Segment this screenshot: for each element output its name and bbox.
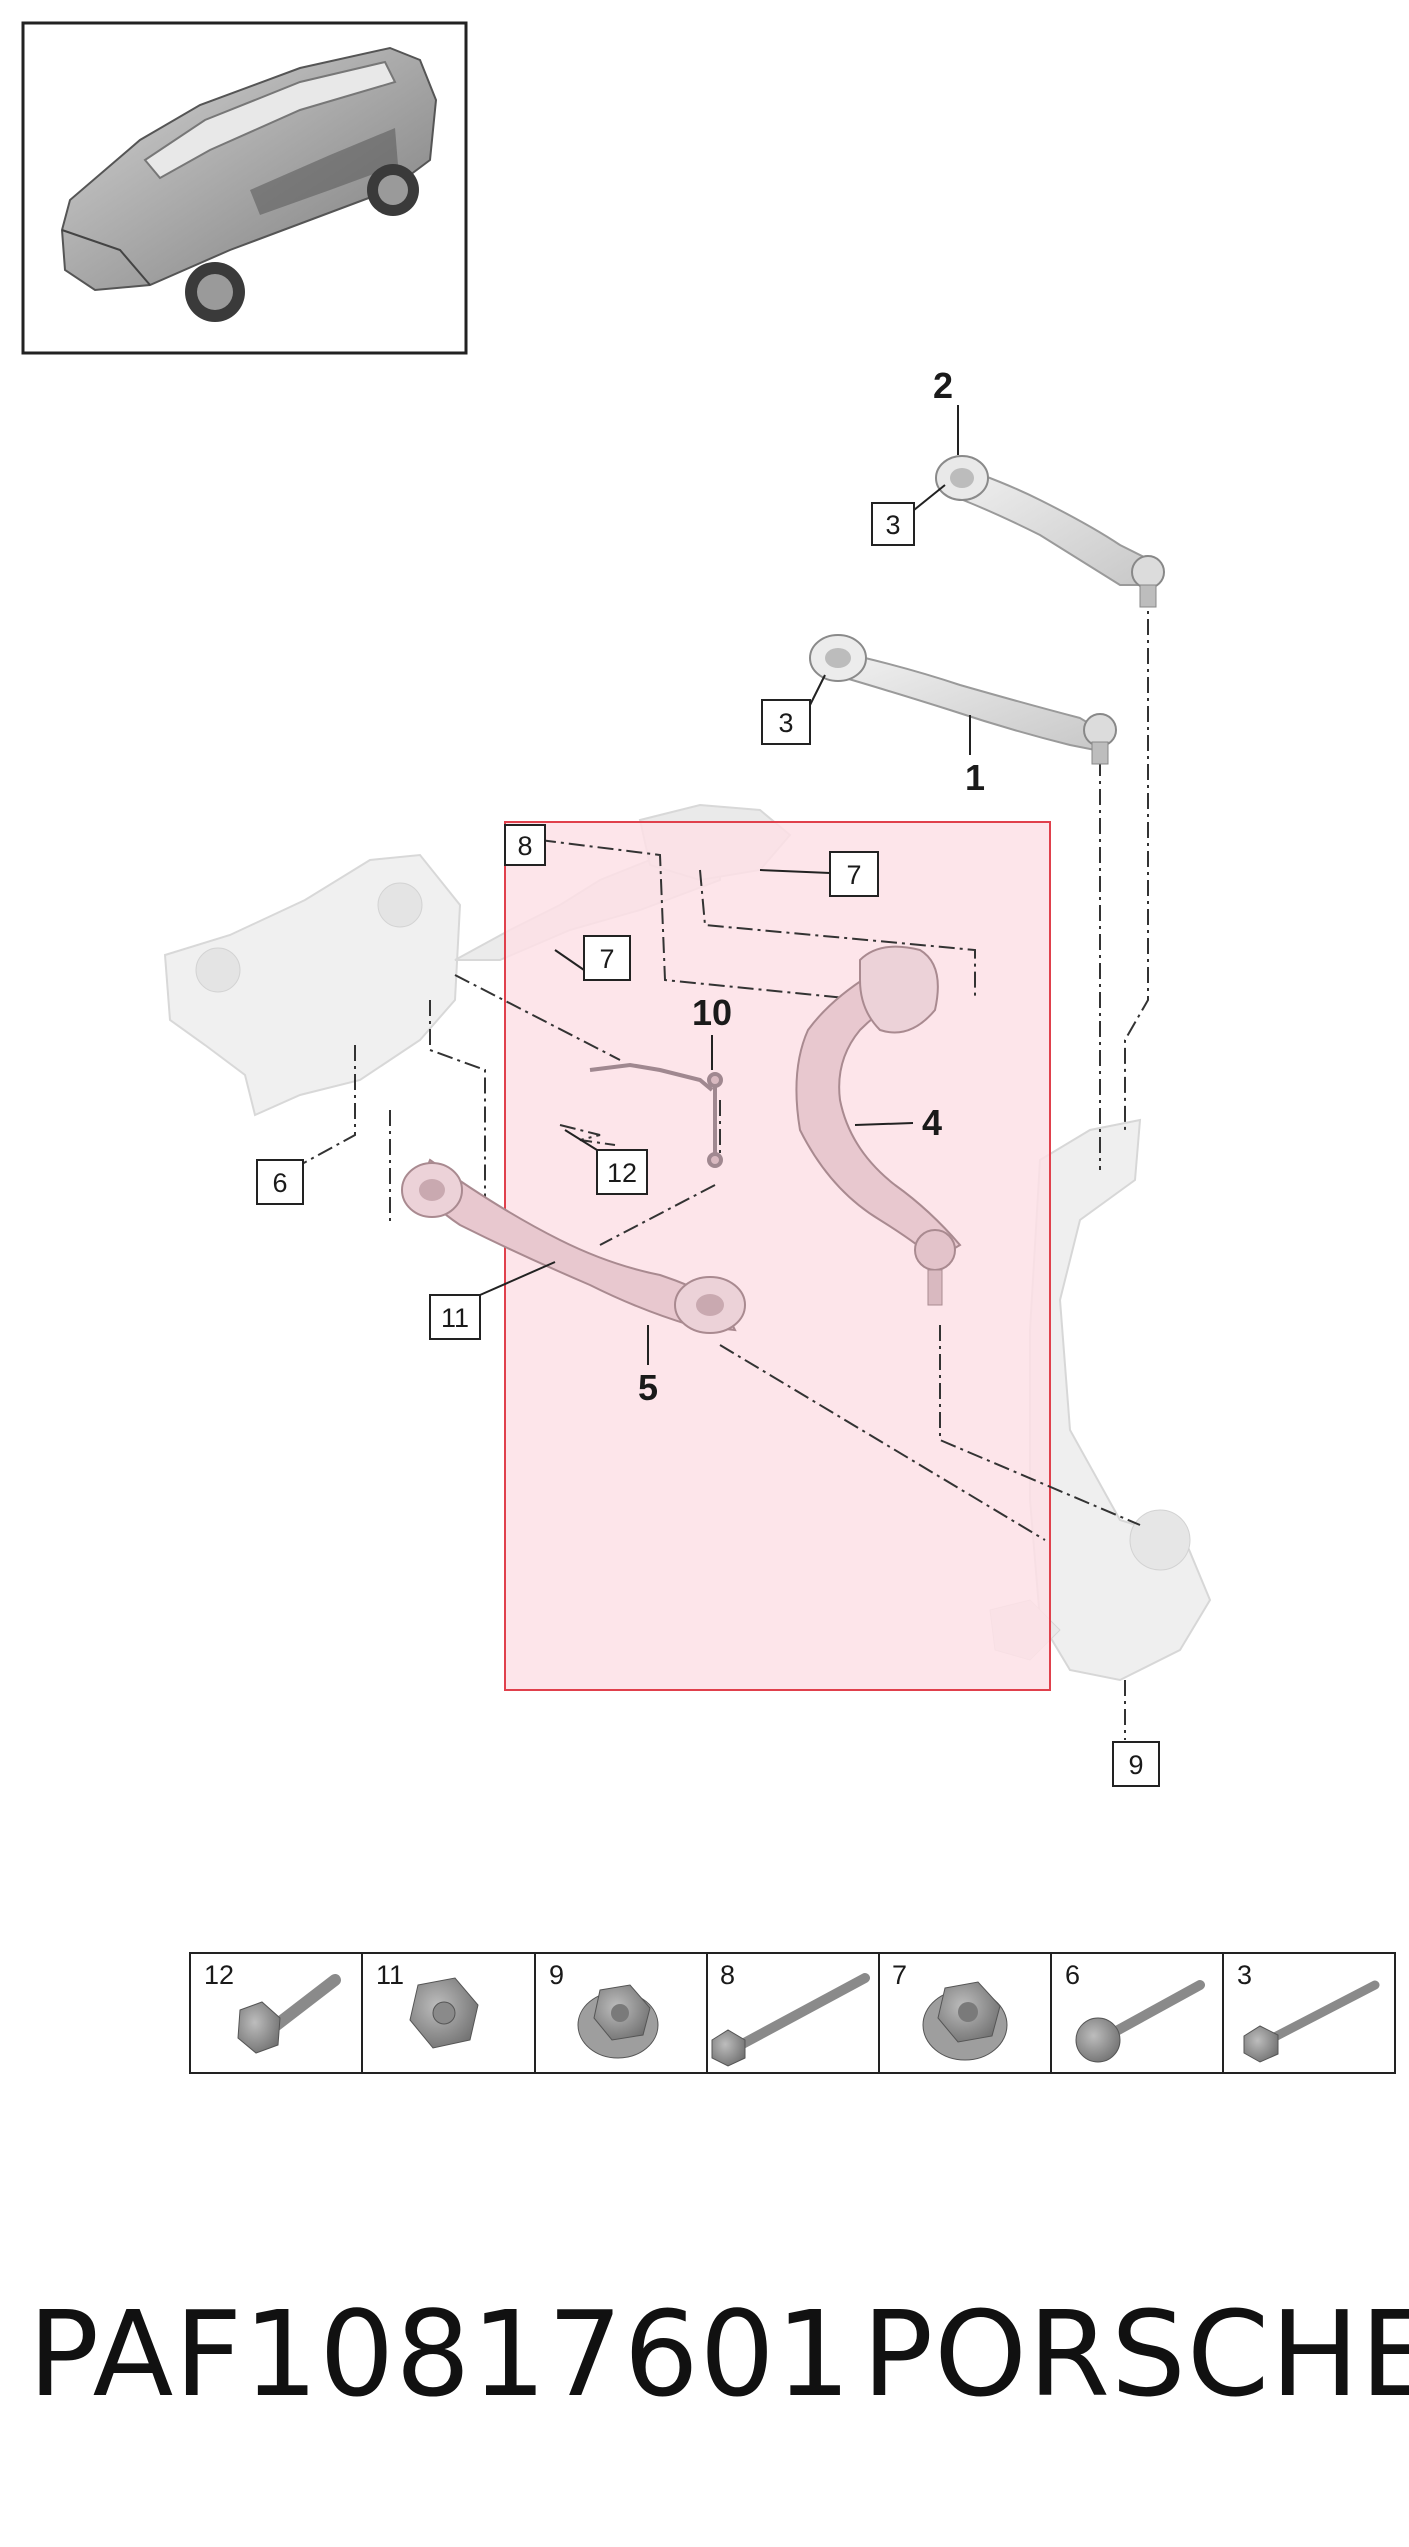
part-number: PAF10817601	[28, 2285, 852, 2423]
hex-nut-icon	[409, 1977, 479, 2049]
callout-box-9: 9	[1128, 1750, 1143, 1780]
callout-box-8: 8	[517, 831, 532, 861]
bolt-with-washer-icon	[1075, 1980, 1205, 2063]
table-cell-label: 8	[720, 1960, 735, 1990]
callout-box-3-upper: 3	[885, 510, 900, 540]
bolt-icon	[1243, 1980, 1380, 2063]
callout-box-12: 12	[607, 1158, 637, 1188]
callout-box-6: 6	[272, 1168, 287, 1198]
callout-4: 4	[922, 1102, 942, 1143]
flange-nut-icon	[922, 1981, 1008, 2061]
callout-2: 2	[933, 365, 953, 406]
callout-box-11: 11	[441, 1303, 469, 1333]
leader-lines	[299, 590, 1149, 1740]
callout-1: 1	[965, 757, 985, 798]
level-sensor-10	[589, 1062, 723, 1168]
table-cell-label: 3	[1237, 1960, 1252, 1990]
vehicle-thumbnail	[21, 21, 468, 355]
table-cell-label: 6	[1065, 1960, 1080, 1990]
callout-box-7-left: 7	[599, 944, 614, 974]
table-cell-label: 9	[549, 1960, 564, 1990]
callout-box-7-right: 7	[846, 860, 861, 890]
long-bolt-icon	[711, 1973, 870, 2067]
lower-control-arm-4	[795, 945, 962, 1306]
bolt-with-washer-icon	[237, 1974, 341, 2054]
table-cell-label: 11	[376, 1960, 404, 1990]
callout-box-3-lower: 3	[778, 708, 793, 738]
brand-name: PORSCHE	[862, 2285, 1409, 2423]
callout-5: 5	[638, 1367, 658, 1408]
car-icon	[60, 46, 438, 322]
hardware-table: 12 11 9 8 7 6 3	[189, 1952, 1396, 2074]
callout-10: 10	[692, 992, 732, 1033]
table-cell-label: 7	[892, 1960, 907, 1990]
upper-control-arm-2	[935, 455, 1165, 608]
table-cell-label: 12	[204, 1960, 234, 1990]
flange-nut-icon	[577, 1984, 659, 2059]
lower-control-arm-5	[401, 1158, 746, 1334]
upper-control-arm-1	[809, 634, 1117, 765]
boxed-callouts: 3 3 8 7 7 6 12 11 9	[256, 484, 1160, 1787]
